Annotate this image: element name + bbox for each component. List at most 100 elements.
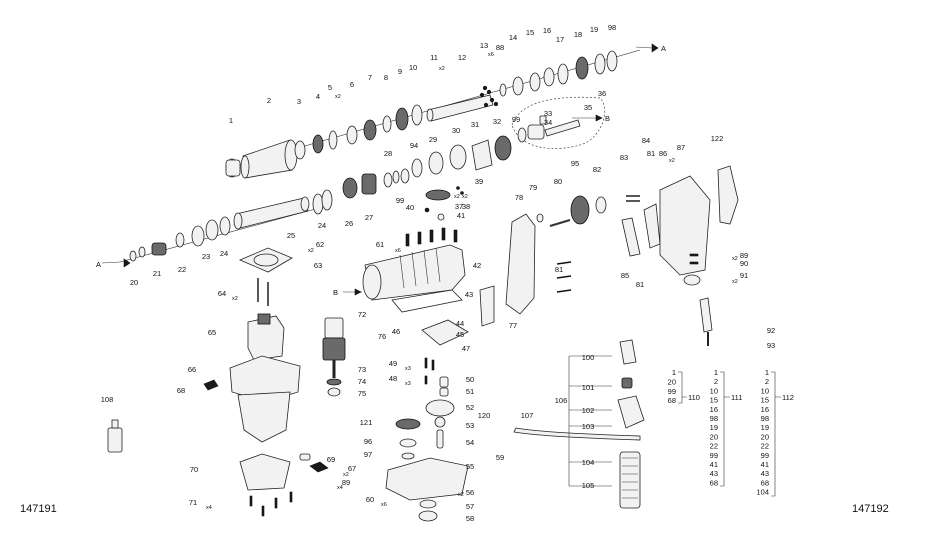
axis-letter-b-mid: B — [333, 288, 338, 297]
svg-text:x2: x2 — [732, 279, 738, 285]
list112-item: 22 — [761, 442, 769, 451]
part-label-p25: 25 — [287, 231, 295, 240]
part-label-p16: 16 — [543, 26, 551, 35]
part-label-p122: 122 — [711, 134, 724, 143]
part-label-p68: 68 — [177, 386, 185, 395]
part-label-p88: 88 — [496, 43, 504, 52]
part-label-p34: 34 — [544, 118, 552, 127]
part-label-p70: 70 — [190, 465, 198, 474]
svg-text:x2: x2 — [343, 472, 349, 478]
part-label-p27: 27 — [365, 213, 373, 222]
part-label-p33: 33 — [544, 109, 552, 118]
part-label-p89b: 89 — [342, 478, 350, 487]
part-label-p64: 64 — [218, 289, 226, 298]
part-label-p86: 86 — [659, 149, 667, 158]
part-label-p31: 31 — [471, 120, 479, 129]
part-label-p97: 97 — [364, 450, 372, 459]
part-label-p80: 80 — [554, 177, 562, 186]
svg-text:x3: x3 — [405, 366, 411, 372]
list111-item: 20 — [710, 432, 718, 441]
part-label-p17: 17 — [556, 35, 564, 44]
part-label-p76: 76 — [378, 332, 386, 341]
part-label-p6: 6 — [350, 80, 354, 89]
list111-item: 68 — [710, 478, 718, 487]
part-label-p101: 101 — [582, 383, 595, 392]
part-label-p56: 56 — [466, 488, 474, 497]
part-label-p93: 93 — [767, 341, 775, 350]
part-label-p99a: 99 — [512, 115, 520, 124]
list110-item: 20 — [668, 377, 676, 386]
part-label-p67: 67 — [348, 464, 356, 473]
part-label-p2: 2 — [267, 96, 271, 105]
part-label-p106: 106 — [555, 396, 568, 405]
list112-item: 10 — [761, 386, 769, 395]
part-label-p47: 47 — [462, 344, 470, 353]
lower-shaft-parts — [129, 135, 512, 262]
part-label-p87: 87 — [677, 143, 685, 152]
axis-letter-b-top: B — [605, 114, 610, 123]
part-label-p23: 23 — [202, 252, 210, 261]
motor-parts — [107, 247, 329, 517]
armature — [322, 317, 346, 397]
list111-item: 16 — [710, 405, 718, 414]
part-label-p21: 21 — [153, 269, 161, 278]
svg-text:x6: x6 — [488, 52, 494, 58]
part-label-p38: 38 — [462, 202, 470, 211]
axis-letter-a-left: A — [96, 260, 101, 269]
list111-item: 41 — [710, 460, 718, 469]
part-label-p9: 9 — [398, 67, 402, 76]
quantity-markers: x2 x2 x6 x2 x2 x6 x2 x2 x2 x2 x2 x3 x3 x… — [206, 52, 738, 511]
list111-item: 1 — [714, 368, 718, 377]
part-label-p28: 28 — [384, 149, 392, 158]
part-label-p107: 107 — [521, 411, 534, 420]
list112-item: 41 — [761, 460, 769, 469]
svg-text:x2: x2 — [439, 66, 445, 72]
part-label-p49: 49 — [389, 359, 397, 368]
list111-item: 43 — [710, 469, 718, 478]
part-label-p10: 10 — [409, 63, 417, 72]
side-handle-parts — [513, 339, 645, 509]
part-label-p81b: 81 — [647, 149, 655, 158]
part-label-p77: 77 — [509, 321, 517, 330]
part-label-p39: 39 — [475, 177, 483, 186]
part-label-p48: 48 — [389, 374, 397, 383]
svg-text:x2: x2 — [454, 194, 460, 200]
part-label-p8: 8 — [384, 73, 388, 82]
part-label-p14: 14 — [509, 33, 517, 42]
part-label-p90: 90 — [740, 259, 748, 268]
part-label-p46: 46 — [392, 327, 400, 336]
part-label-p5: 5 — [328, 83, 332, 92]
svg-text:x4: x4 — [206, 505, 212, 511]
list111-item: 19 — [710, 423, 718, 432]
list112-item: 16 — [761, 405, 769, 414]
part-label-p84: 84 — [642, 136, 650, 145]
clutch-subassembly — [517, 115, 581, 143]
part-label-p15: 15 — [526, 28, 534, 37]
part-label-p62: 62 — [316, 240, 324, 249]
part-label-p30: 30 — [452, 126, 460, 135]
part-label-p12: 12 — [458, 53, 466, 62]
set-111-label: 111 — [731, 393, 742, 402]
part-label-p75: 75 — [358, 389, 366, 398]
part-label-p108: 108 — [101, 395, 114, 404]
list112-item: 98 — [761, 414, 769, 423]
part-label-p22: 22 — [178, 265, 186, 274]
part-label-p29: 29 — [429, 135, 437, 144]
part-label-p99b: 99 — [396, 196, 404, 205]
part-label-p81c: 81 — [636, 280, 644, 289]
part-label-p54: 54 — [466, 438, 474, 447]
svg-text:x6: x6 — [381, 502, 387, 508]
part-label-p13: 13 — [480, 41, 488, 50]
part-label-p71: 71 — [189, 498, 197, 507]
part-label-p72: 72 — [358, 310, 366, 319]
part-label-p96: 96 — [364, 437, 372, 446]
svg-text:x4: x4 — [337, 485, 343, 491]
part-label-p52: 52 — [466, 403, 474, 412]
handle-assembly — [479, 165, 739, 346]
part-label-p74: 74 — [358, 377, 366, 386]
part-label-p61: 61 — [376, 240, 384, 249]
part-label-p100: 100 — [582, 353, 595, 362]
part-label-p7: 7 — [368, 73, 372, 82]
